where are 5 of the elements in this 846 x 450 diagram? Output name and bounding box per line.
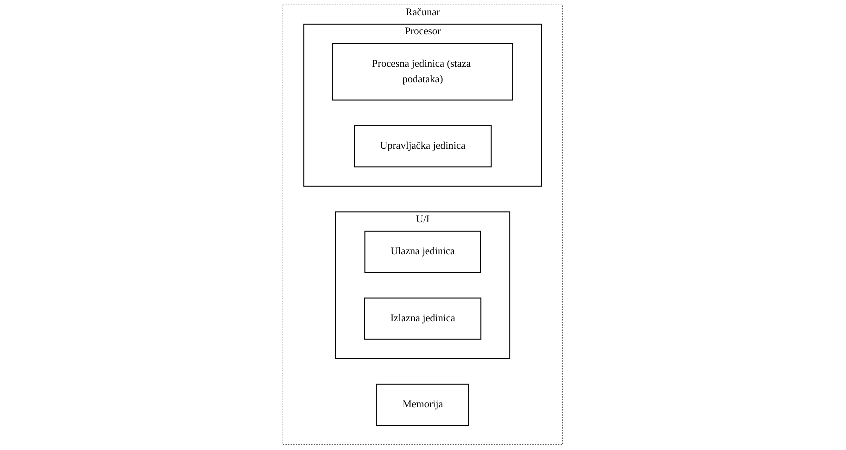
node-box: Memorija — [376, 384, 470, 426]
node-box: Ulazna jedinica — [364, 230, 482, 274]
node-box: Upravljačka jedinica — [354, 126, 492, 168]
node-box: Izlazna jedinica — [364, 298, 482, 340]
node-box: Procesna jedinica (staza podataka) — [332, 43, 514, 101]
